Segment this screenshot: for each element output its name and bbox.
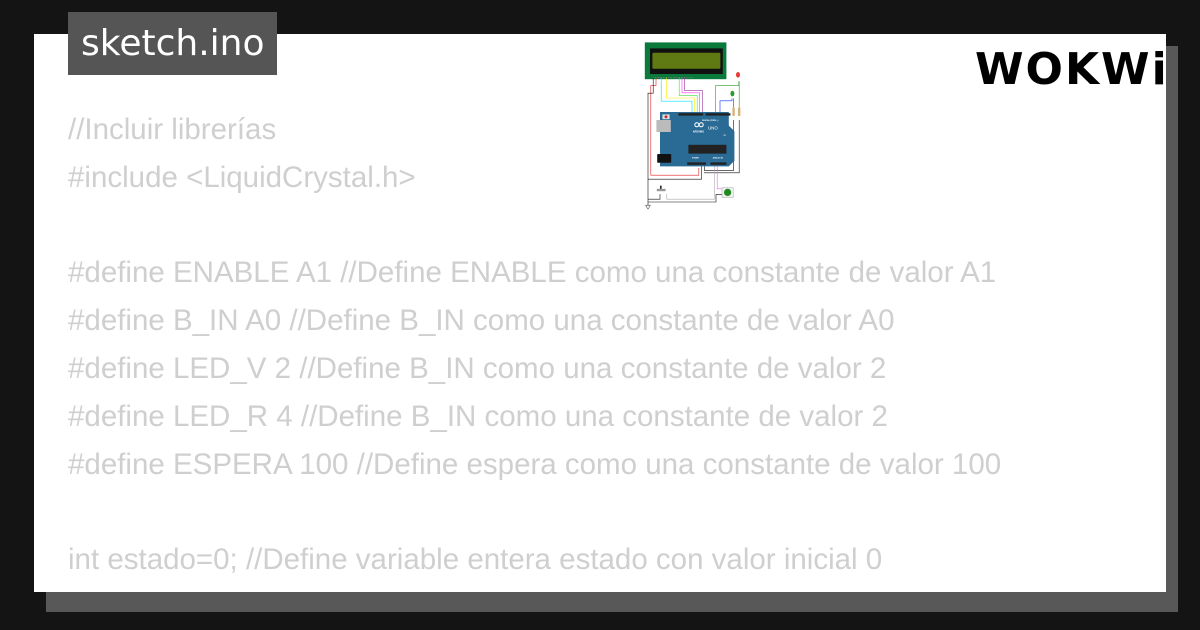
wokwi-logo: WOKWi (975, 44, 1169, 95)
resistor (732, 107, 741, 116)
wire (648, 163, 702, 180)
brand-label: ARDUINO (693, 130, 704, 133)
wire (650, 77, 700, 176)
wire (684, 77, 703, 112)
led-green (730, 90, 735, 97)
code-line: ​ (68, 202, 1001, 250)
analog-label: ANALOG IN (713, 156, 724, 159)
lcd-display (644, 42, 727, 80)
code-line: #define B_IN A0 //Define B_IN como una c… (68, 304, 895, 338)
wire (715, 81, 740, 112)
code-line: //Incluir librerías (68, 113, 277, 146)
wire (648, 194, 722, 203)
led-red (736, 72, 740, 78)
code-preview: //Incluir librerías #include <LiquidCryst… (68, 106, 1001, 584)
wire (681, 77, 700, 112)
arduino-logo-icon (694, 122, 704, 128)
model-label: UNO (708, 126, 718, 131)
sketch-filename: sketch.ino (68, 12, 278, 75)
code-line: ​ (68, 488, 1001, 536)
circuit-diagram: DIGITAL (PWM ~) ARDUINO UNO POWER ANALOG… (644, 42, 741, 210)
wire (704, 120, 740, 174)
on-label: ON (723, 135, 726, 137)
digital-label: DIGITAL (PWM ~) (702, 119, 719, 122)
pushbutton[interactable] (721, 187, 734, 198)
wire (660, 77, 693, 112)
wire (716, 163, 722, 190)
code-line: #include <LiquidCrystal.h> (68, 160, 416, 194)
power-label: POWER (692, 157, 699, 159)
wire (648, 194, 661, 200)
arduino-uno-board: DIGITAL (PWM ~) ARDUINO UNO POWER ANALOG… (656, 112, 735, 167)
code-line: #define ESPERA 100 //Define espera como … (68, 447, 1002, 481)
wire (666, 77, 695, 112)
code-line: int estado=0; //Define variable entera e… (68, 543, 883, 577)
wire (719, 98, 733, 112)
code-line: #define ENABLE A1 //Define ENABLE como u… (68, 256, 997, 290)
wire (647, 77, 654, 206)
wire (678, 77, 698, 112)
code-line: #define LED_V 2 //Define B_IN como una c… (68, 351, 887, 385)
ground-symbol-icon (645, 204, 651, 210)
preview-card: //Incluir librerías #include <LiquidCryst… (34, 34, 1166, 592)
slide-switch (656, 185, 666, 192)
code-line: #define LED_R 4 //Define B_IN como una c… (68, 399, 888, 433)
wire (666, 163, 715, 200)
